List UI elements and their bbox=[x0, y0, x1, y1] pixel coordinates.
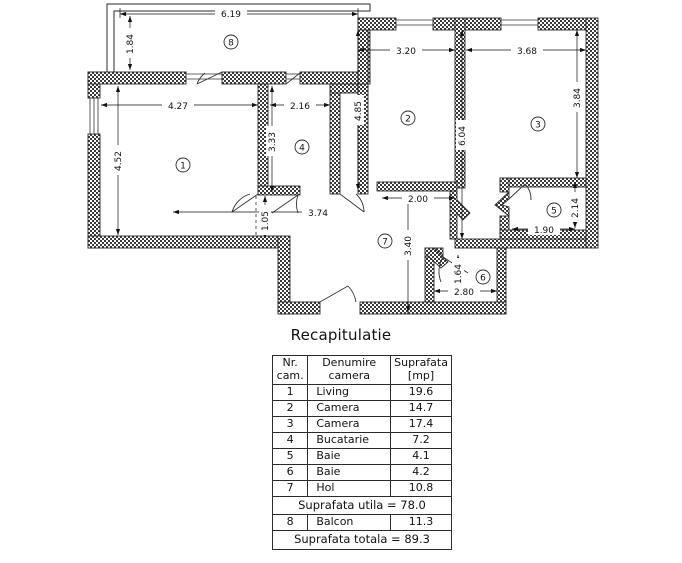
room-marker-8: 8 bbox=[223, 34, 239, 50]
header-nr-cam: Nr. cam. bbox=[271, 355, 309, 385]
table-header-row: Nr. cam. Denumire camera Suprafata [mp] bbox=[271, 355, 452, 385]
dim-room3-width: 3.68 bbox=[517, 47, 537, 57]
dim-balcony-depth: 1.84 bbox=[126, 34, 136, 54]
row-name: Baie bbox=[307, 463, 392, 481]
balcony-row: 8 Balcon 11.3 bbox=[271, 514, 452, 532]
balcony-name: Balcon bbox=[307, 514, 392, 532]
table-row: 6 Baie 4.2 bbox=[271, 463, 452, 481]
subtotal-row: Suprafata utila = 78.0 bbox=[272, 495, 452, 516]
room-marker-4: 4 bbox=[294, 139, 310, 155]
row-nr: 2 bbox=[271, 399, 309, 417]
dim-hall-depth: 3.40 bbox=[404, 236, 414, 256]
floor-plan-drawing: 6.19 1.84 4.27 4.52 2.16 3.33 3.74 1.05 … bbox=[87, 3, 599, 315]
row-area: 19.6 bbox=[390, 383, 452, 401]
header-nr-line1: Nr. bbox=[282, 356, 298, 369]
table-row: 2 Camera 14.7 bbox=[271, 399, 452, 417]
header-name-line2: camera bbox=[328, 368, 370, 382]
dim-bath6-depth: 1.64 bbox=[454, 264, 464, 284]
dim-living-width: 4.27 bbox=[168, 102, 188, 112]
room-marker-1-label: 1 bbox=[180, 162, 186, 172]
row-area: 17.4 bbox=[390, 415, 452, 433]
room-marker-1: 1 bbox=[175, 157, 191, 173]
row-nr: 5 bbox=[271, 447, 309, 465]
row-nr: 6 bbox=[271, 463, 309, 481]
recap-title: Recapitulatie bbox=[290, 326, 392, 344]
row-name: Living bbox=[307, 383, 392, 401]
total-label: Suprafata totala = 89.3 bbox=[272, 530, 452, 550]
row-nr: 4 bbox=[271, 431, 309, 449]
row-name: Baie bbox=[307, 447, 392, 465]
table-row: 1 Living 19.6 bbox=[271, 383, 452, 401]
recap-table: Nr. cam. Denumire camera Suprafata [mp] … bbox=[271, 355, 452, 550]
row-nr: 3 bbox=[271, 415, 309, 433]
row-area: 14.7 bbox=[390, 399, 452, 417]
balcony-nr: 8 bbox=[271, 514, 309, 532]
header-area-line2: [mp] bbox=[407, 368, 435, 382]
room-marker-2-label: 2 bbox=[405, 115, 411, 125]
row-area: 10.8 bbox=[390, 479, 452, 497]
room-marker-4-label: 4 bbox=[299, 144, 305, 154]
header-suprafata: Suprafata [mp] bbox=[390, 355, 452, 385]
header-name-line1: Denumire bbox=[322, 356, 377, 369]
dim-bath5-width: 1.90 bbox=[534, 226, 554, 236]
dim-living-depth: 4.52 bbox=[114, 151, 124, 171]
room-marker-8-label: 8 bbox=[228, 39, 234, 49]
dim-bath5-depth: 2.14 bbox=[571, 198, 581, 218]
table-row: 4 Bucatarie 7.2 bbox=[271, 431, 452, 449]
row-area: 4.2 bbox=[390, 463, 452, 481]
row-nr: 7 bbox=[271, 479, 309, 497]
dim-hall-width: 3.74 bbox=[308, 209, 328, 219]
dim-balcony-width: 6.19 bbox=[221, 10, 241, 20]
room-marker-2: 2 bbox=[400, 110, 416, 126]
dim-room2-depth: 4.85 bbox=[354, 101, 364, 121]
room-marker-6-label: 6 bbox=[480, 274, 486, 284]
header-denumire-camera: Denumire camera bbox=[307, 355, 392, 385]
row-name: Camera bbox=[307, 399, 392, 417]
dim-kitchen-depth: 3.33 bbox=[268, 132, 278, 152]
room-marker-3-label: 3 bbox=[535, 121, 541, 131]
table-row: 5 Baie 4.1 bbox=[271, 447, 452, 465]
dim-room2-width: 3.20 bbox=[396, 47, 416, 57]
dim-bath6-width: 2.80 bbox=[454, 288, 474, 298]
row-name: Bucatarie bbox=[307, 431, 392, 449]
room-marker-7: 7 bbox=[377, 233, 393, 249]
dim-room3-depth: 3.84 bbox=[573, 88, 583, 108]
room-marker-5: 5 bbox=[546, 202, 562, 218]
row-area: 7.2 bbox=[390, 431, 452, 449]
header-area-line1: Suprafata bbox=[394, 356, 448, 369]
row-name: Hol bbox=[307, 479, 392, 497]
structural-walls bbox=[87, 17, 599, 315]
row-area: 4.1 bbox=[390, 447, 452, 465]
table-row: 3 Camera 17.4 bbox=[271, 415, 452, 433]
row-name: Camera bbox=[307, 415, 392, 433]
room-marker-5-label: 5 bbox=[551, 207, 557, 217]
dim-kitchen-width: 2.16 bbox=[290, 102, 310, 112]
row-nr: 1 bbox=[271, 383, 309, 401]
total-row: Suprafata totala = 89.3 bbox=[272, 530, 452, 550]
dim-corridor-depth: 6.04 bbox=[458, 126, 468, 146]
dim-hall-right-width: 2.00 bbox=[408, 195, 428, 205]
header-nr-line2: cam. bbox=[276, 368, 304, 382]
room-marker-6: 6 bbox=[475, 269, 491, 285]
subtotal-label: Suprafata utila = 78.0 bbox=[272, 495, 452, 516]
room-marker-3: 3 bbox=[530, 116, 546, 132]
room-marker-7-label: 7 bbox=[382, 238, 388, 248]
balcony-area: 11.3 bbox=[390, 514, 452, 532]
table-row: 7 Hol 10.8 bbox=[271, 479, 452, 497]
openings bbox=[89, 19, 538, 134]
dim-hall-offset: 1.05 bbox=[261, 211, 271, 231]
